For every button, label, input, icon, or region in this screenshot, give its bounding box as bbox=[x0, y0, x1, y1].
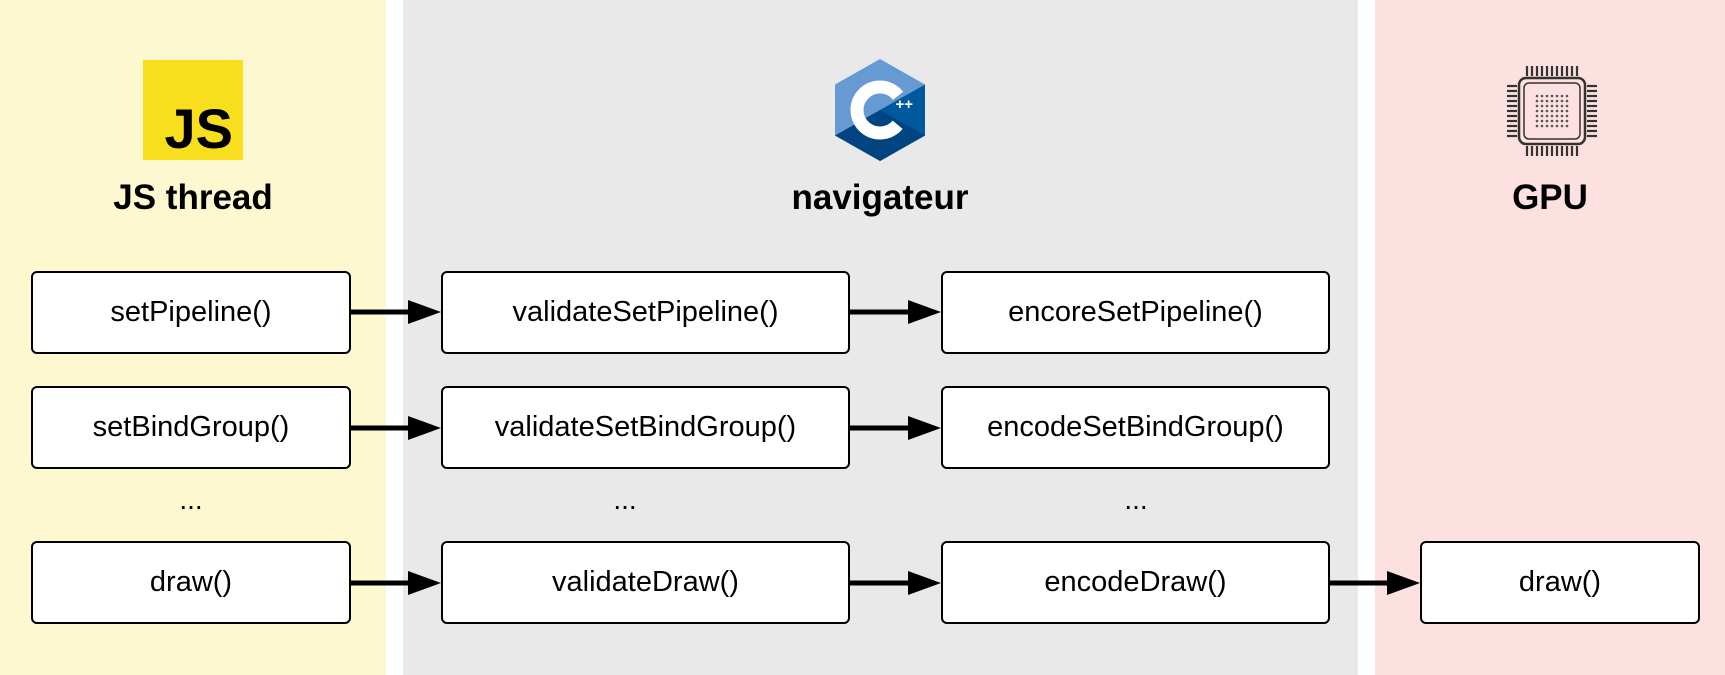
js-ellipsis: ... bbox=[179, 484, 203, 515]
gpu-title: GPU bbox=[1512, 178, 1588, 217]
validate-setpipeline-box: validateSetPipeline() bbox=[441, 271, 850, 354]
gpu-chip-icon bbox=[1507, 66, 1597, 156]
browser-title: navigateur bbox=[791, 178, 969, 217]
gpu-draw-box: draw() bbox=[1420, 541, 1700, 624]
encode-draw-box: encodeDraw() bbox=[941, 541, 1330, 624]
js-setpipeline-box: setPipeline() bbox=[31, 271, 351, 354]
cpp-logo-icon: ++ bbox=[835, 59, 925, 161]
arrow-row-1 bbox=[350, 300, 941, 324]
validate-ellipsis: ... bbox=[613, 484, 637, 515]
js-draw-box: draw() bbox=[31, 541, 351, 624]
encode-setpipeline-box: encoreSetPipeline() bbox=[941, 271, 1330, 354]
encode-setbindgroup-box: encodeSetBindGroup() bbox=[941, 386, 1330, 469]
cpp-logo-text: ++ bbox=[895, 96, 913, 113]
arrow-row-draw bbox=[350, 571, 1420, 595]
validate-setbindgroup-box: validateSetBindGroup() bbox=[441, 386, 850, 469]
validate-draw-box: validateDraw() bbox=[441, 541, 850, 624]
javascript-logo-icon: JS bbox=[143, 60, 243, 160]
arrow-row-2 bbox=[350, 416, 941, 440]
js-thread-title: JS thread bbox=[113, 178, 273, 217]
encode-ellipsis: ... bbox=[1124, 484, 1148, 515]
js-logo-text: JS bbox=[165, 97, 234, 160]
js-setbindgroup-box: setBindGroup() bbox=[31, 386, 351, 469]
